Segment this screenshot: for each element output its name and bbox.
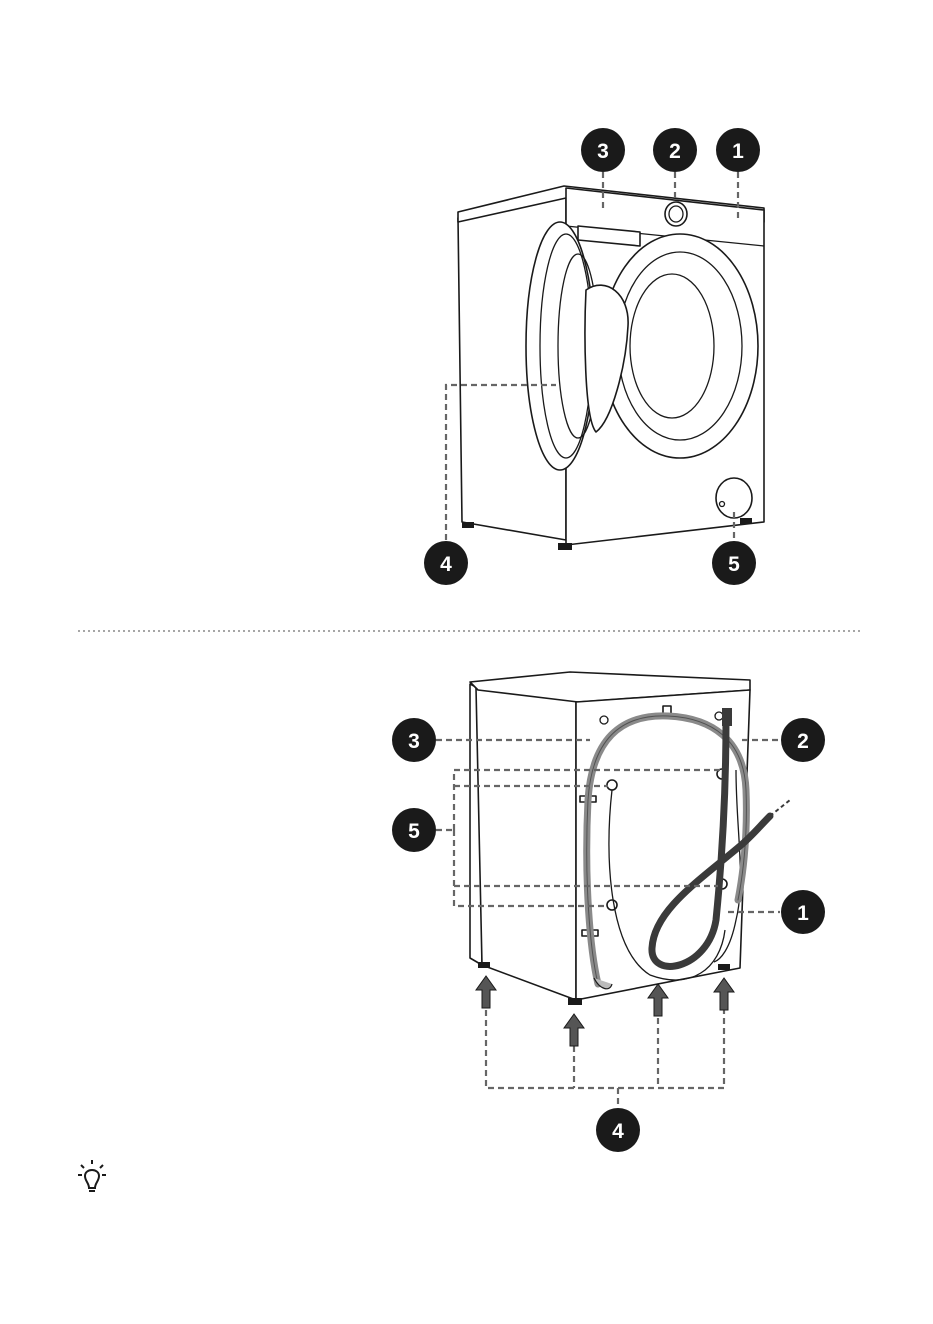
inlet-valve xyxy=(722,708,732,726)
open-door xyxy=(526,222,594,470)
foot xyxy=(740,518,752,524)
foot xyxy=(568,998,582,1005)
lightbulb-icon xyxy=(78,1160,106,1191)
up-arrow-icon xyxy=(648,984,668,1016)
svg-text:5: 5 xyxy=(408,820,420,843)
front-callout-4: 4 xyxy=(424,541,468,585)
foot xyxy=(478,962,490,968)
front-callout-5: 5 xyxy=(712,541,756,585)
up-arrow-icon xyxy=(564,1014,584,1046)
transport-bolt-hole xyxy=(607,900,617,910)
svg-text:1: 1 xyxy=(732,140,744,163)
svg-text:4: 4 xyxy=(612,1120,624,1143)
back-callout-4: 4 xyxy=(596,1108,640,1152)
machine-side-panel xyxy=(476,688,576,1000)
foot xyxy=(558,543,572,550)
back-callout-2: 2 xyxy=(781,718,825,762)
svg-text:3: 3 xyxy=(597,140,609,163)
back-callout-3: 3 xyxy=(392,718,436,762)
back-view-washing-machine xyxy=(470,672,790,1005)
front-callout-1: 1 xyxy=(716,128,760,172)
front-callout-2: 2 xyxy=(653,128,697,172)
foot xyxy=(462,522,474,528)
back-callout-5: 5 xyxy=(392,808,436,852)
up-arrow-icon xyxy=(714,978,734,1010)
svg-text:1: 1 xyxy=(797,902,809,925)
front-callout-3: 3 xyxy=(581,128,625,172)
transport-bolt-hole xyxy=(607,780,617,790)
svg-text:5: 5 xyxy=(728,553,740,576)
svg-text:4: 4 xyxy=(440,553,452,576)
up-arrow-icon xyxy=(476,976,496,1008)
svg-text:2: 2 xyxy=(797,730,809,753)
svg-text:3: 3 xyxy=(408,730,420,753)
front-view-washing-machine xyxy=(458,186,764,550)
svg-text:2: 2 xyxy=(669,140,681,163)
foot xyxy=(718,964,730,970)
back-callout-1: 1 xyxy=(781,890,825,934)
